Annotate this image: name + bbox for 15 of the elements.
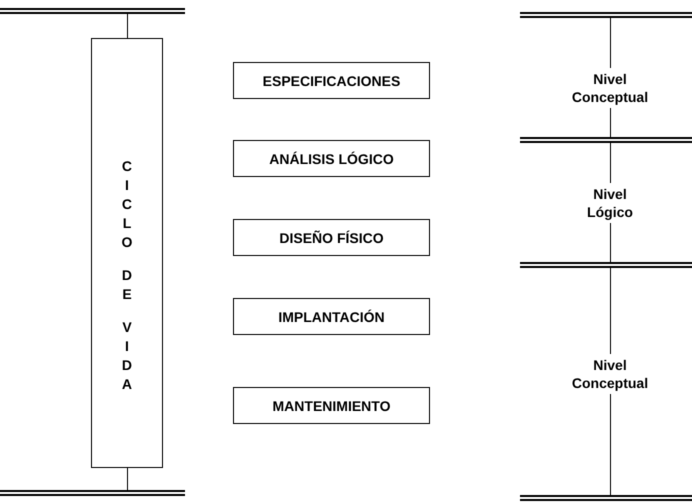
vertical-label: CICLO DE VIDA [122, 157, 132, 394]
phase-label: ANÁLISIS LÓGICO [269, 150, 394, 166]
phase-box [233, 387, 430, 424]
level-band [520, 262, 692, 501]
phase-label: DISEÑO FÍSICO [279, 230, 384, 246]
phase-box [233, 62, 430, 99]
level-band [520, 137, 692, 262]
phase-label: MANTENIMIENTO [272, 398, 390, 414]
phase-box [233, 219, 430, 256]
phase-box [233, 298, 430, 335]
phase-box [233, 140, 430, 177]
phase-label: IMPLANTACIÓN [278, 308, 385, 324]
phase-label: ESPECIFICACIONES [262, 72, 400, 88]
level-band [520, 12, 692, 137]
lifecycle-box [91, 38, 163, 468]
